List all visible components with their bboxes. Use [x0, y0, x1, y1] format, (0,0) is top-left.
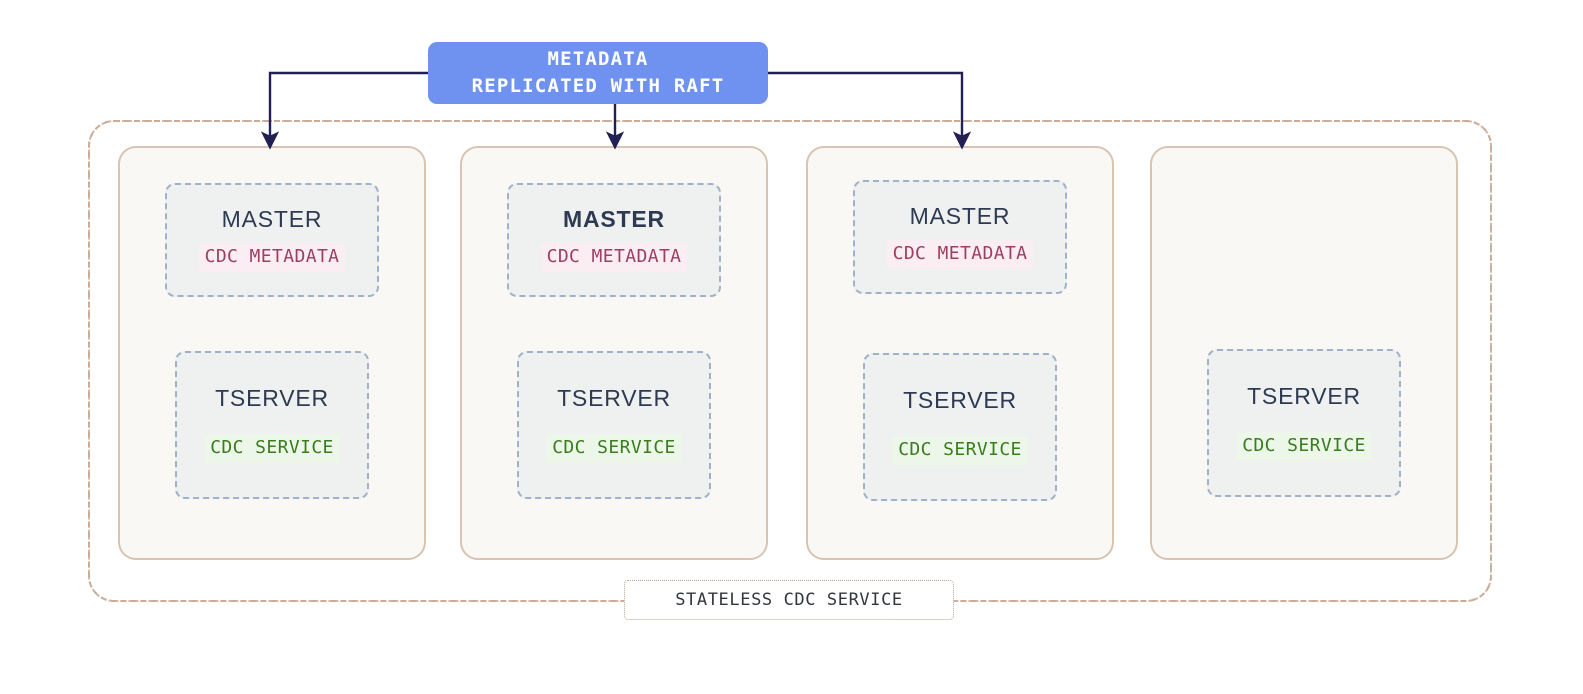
tserver-title-3: TSERVER [903, 387, 1017, 414]
cdc-metadata-tag-1: CDC METADATA [198, 243, 346, 272]
tserver-process-box-1: TSERVER CDC SERVICE [175, 351, 369, 499]
tserver-title-1: TSERVER [215, 385, 329, 412]
stateless-cdc-service-label-text: STATELESS CDC SERVICE [675, 590, 903, 610]
cdc-service-tag-3: CDC SERVICE [892, 436, 1028, 465]
node-card-3: MASTER CDC METADATA TSERVER CDC SERVICE [806, 146, 1114, 560]
cdc-metadata-tag-2: CDC METADATA [540, 243, 688, 272]
tserver-process-box-2: TSERVER CDC SERVICE [517, 351, 711, 499]
cdc-service-tag-4: CDC SERVICE [1236, 432, 1372, 461]
banner-line-1: METADATA [547, 48, 649, 71]
node-card-2: MASTER CDC METADATA TSERVER CDC SERVICE [460, 146, 768, 560]
tserver-title-4: TSERVER [1247, 383, 1361, 410]
node-card-1: MASTER CDC METADATA TSERVER CDC SERVICE [118, 146, 426, 560]
master-process-box-2: MASTER CDC METADATA [507, 183, 721, 297]
master-title-3: MASTER [909, 203, 1011, 230]
cdc-metadata-tag-3: CDC METADATA [886, 240, 1034, 269]
node-card-4: TSERVER CDC SERVICE [1150, 146, 1458, 560]
cdc-service-tag-1: CDC SERVICE [204, 434, 340, 463]
master-title-1: MASTER [221, 206, 323, 233]
tserver-title-2: TSERVER [557, 385, 671, 412]
master-process-box-1: MASTER CDC METADATA [165, 183, 379, 297]
master-title-2: MASTER [563, 206, 665, 233]
banner-line-2: REPLICATED WITH RAFT [471, 75, 725, 97]
tserver-process-box-4: TSERVER CDC SERVICE [1207, 349, 1401, 497]
stateless-cdc-service-label: STATELESS CDC SERVICE [624, 580, 954, 620]
cdc-service-tag-2: CDC SERVICE [546, 434, 682, 463]
metadata-raft-banner: METADATA REPLICATED WITH RAFT [428, 42, 768, 104]
master-process-box-3: MASTER CDC METADATA [853, 180, 1067, 294]
tserver-process-box-3: TSERVER CDC SERVICE [863, 353, 1057, 501]
